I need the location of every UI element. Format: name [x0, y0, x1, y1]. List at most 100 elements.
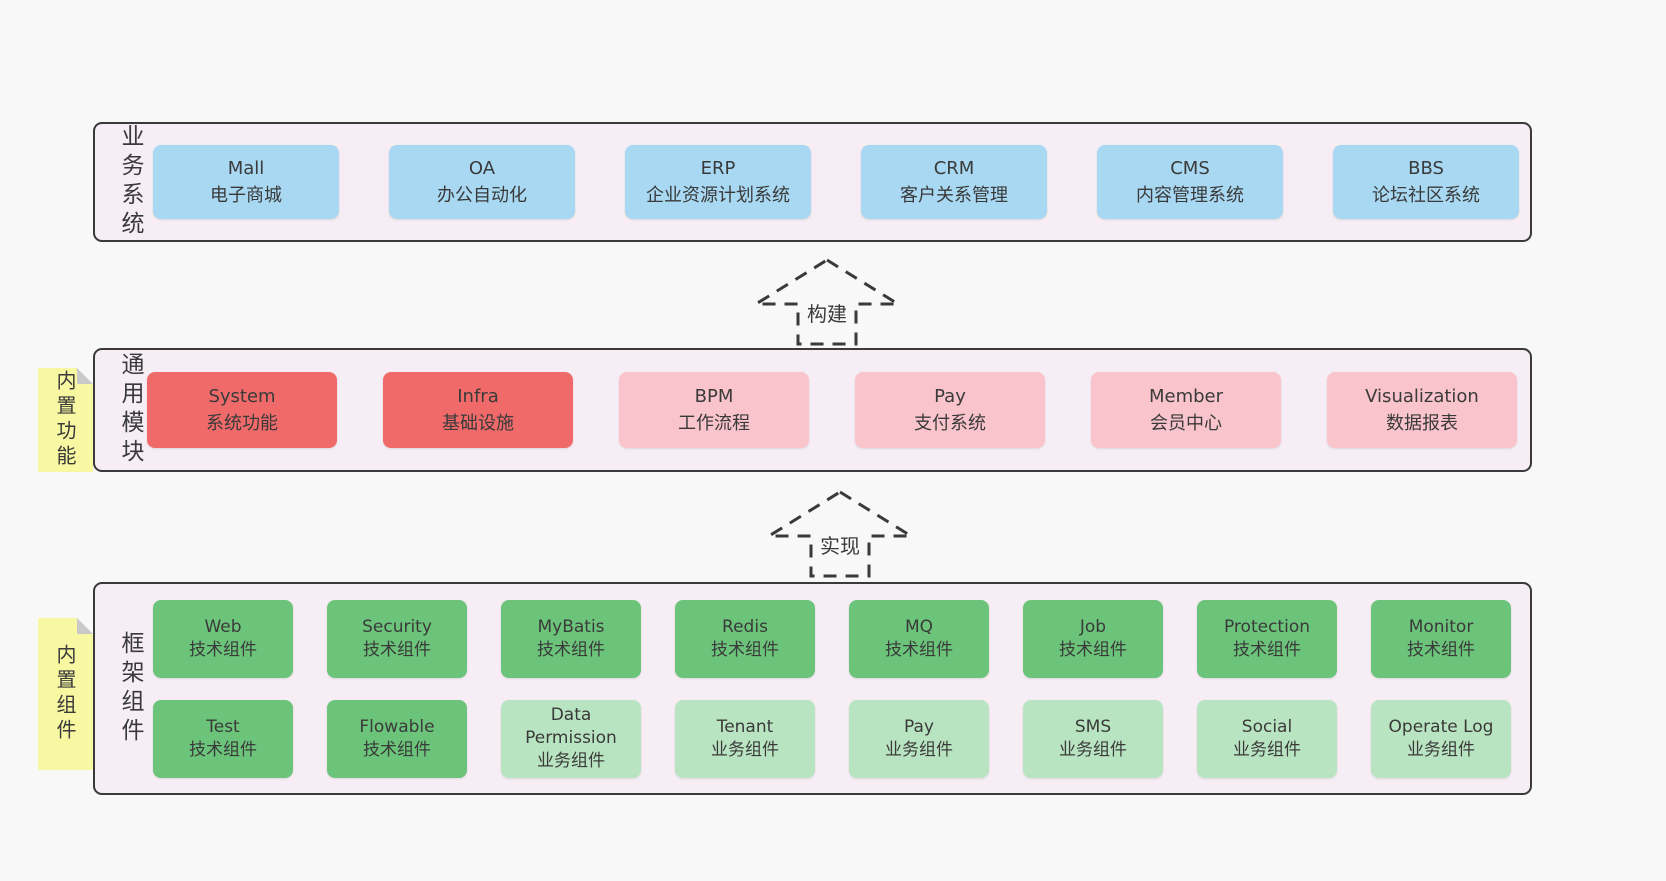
box-flowable: Flowable 技术组件 — [327, 699, 467, 778]
box-pay-system: Pay 支付系统 — [855, 372, 1045, 448]
box-data-permission: Data Permission 业务组件 — [501, 699, 641, 778]
implement-arrow-label: 实现 — [817, 530, 863, 559]
box-sms: SMS 业务组件 — [1023, 699, 1163, 778]
tech-components-row: Web 技术组件 Security 技术组件 MyBatis 技术组件 Redi… — [153, 599, 1511, 678]
box-title: Visualization — [1365, 386, 1479, 407]
box-title: BBS — [1408, 158, 1444, 179]
box-subtitle: 业务组件 — [1233, 739, 1301, 760]
framework-components-band: 框架组件 Web 技术组件 Security 技术组件 MyBatis 技术组件… — [93, 582, 1532, 795]
box-subtitle: 企业资源计划系统 — [646, 185, 790, 206]
build-arrow: 构建 — [752, 256, 902, 348]
box-subtitle: 业务组件 — [1407, 739, 1475, 760]
box-subtitle: 支付系统 — [914, 413, 986, 434]
box-subtitle: 电子商城 — [210, 185, 282, 206]
box-title: Job — [1079, 616, 1107, 637]
box-title: Data Permission — [525, 705, 617, 749]
box-subtitle: 业务组件 — [711, 739, 779, 760]
box-subtitle: 内容管理系统 — [1136, 185, 1244, 206]
box-subtitle: 办公自动化 — [437, 185, 527, 206]
box-title: CMS — [1170, 158, 1210, 179]
box-title: Protection — [1223, 616, 1310, 637]
box-oa: OA 办公自动化 — [389, 145, 575, 219]
business-systems-row: Mall 电子商城 OA 办公自动化 ERP 企业资源计划系统 CRM 客户关系… — [153, 145, 1519, 219]
box-title: Social — [1241, 716, 1293, 737]
box-job: Job 技术组件 — [1023, 599, 1163, 678]
box-mall: Mall 电子商城 — [153, 145, 339, 219]
box-subtitle: 技术组件 — [711, 639, 779, 660]
band-label-framework-components: 框架组件 — [117, 630, 143, 747]
business-components-row: Test 技术组件 Flowable 技术组件 Data Permission … — [153, 699, 1511, 778]
box-subtitle: 系统功能 — [206, 413, 278, 434]
box-title: Tenant — [716, 716, 774, 737]
box-title: ERP — [700, 158, 736, 179]
note-fold-corner — [77, 618, 93, 634]
box-subtitle: 技术组件 — [1407, 639, 1475, 660]
box-title: CRM — [933, 158, 975, 179]
box-crm: CRM 客户关系管理 — [861, 145, 1047, 219]
box-mq: MQ 技术组件 — [849, 599, 989, 678]
box-web: Web 技术组件 — [153, 599, 293, 678]
box-title: Pay — [904, 716, 934, 737]
band-label-business-systems: 业务系统 — [117, 124, 143, 240]
box-subtitle: 技术组件 — [189, 639, 257, 660]
common-modules-row: System 系统功能 Infra 基础设施 BPM 工作流程 Pay 支付系统… — [147, 372, 1517, 448]
box-bbs: BBS 论坛社区系统 — [1333, 145, 1519, 219]
built-in-functions-note: 内置功能 — [38, 368, 93, 472]
box-title: Monitor — [1408, 616, 1474, 637]
box-title: Web — [204, 616, 242, 637]
box-title: Operate Log — [1388, 716, 1494, 737]
box-security: Security 技术组件 — [327, 599, 467, 678]
box-title: Test — [206, 716, 240, 737]
box-title: Security — [362, 616, 432, 637]
box-cms: CMS 内容管理系统 — [1097, 145, 1283, 219]
box-operate-log: Operate Log 业务组件 — [1371, 699, 1511, 778]
built-in-components-note: 内置组件 — [38, 618, 93, 770]
box-title: Mall — [227, 158, 265, 179]
box-subtitle: 业务组件 — [885, 739, 953, 760]
box-subtitle: 基础设施 — [442, 413, 514, 434]
box-subtitle: 技术组件 — [537, 639, 605, 660]
framework-components-rows: Web 技术组件 Security 技术组件 MyBatis 技术组件 Redi… — [147, 599, 1511, 778]
box-redis: Redis 技术组件 — [675, 599, 815, 678]
box-title: Flowable — [359, 716, 435, 737]
up-arrow-icon — [765, 490, 915, 578]
box-subtitle: 论坛社区系统 — [1372, 185, 1480, 206]
box-title: MQ — [904, 616, 934, 637]
box-infra: Infra 基础设施 — [383, 372, 573, 448]
box-test: Test 技术组件 — [153, 699, 293, 778]
business-systems-band: 业务系统 Mall 电子商城 OA 办公自动化 ERP 企业资源计划系统 CRM… — [93, 122, 1532, 242]
box-subtitle: 数据报表 — [1386, 413, 1458, 434]
box-subtitle: 技术组件 — [1233, 639, 1301, 660]
box-tenant: Tenant 业务组件 — [675, 699, 815, 778]
note-text: 内置功能 — [53, 370, 77, 470]
box-visualization: Visualization 数据报表 — [1327, 372, 1517, 448]
common-modules-band: 通用模块 System 系统功能 Infra 基础设施 BPM 工作流程 Pay… — [93, 348, 1532, 472]
box-pay-component: Pay 业务组件 — [849, 699, 989, 778]
band-label-common-modules: 通用模块 — [117, 352, 143, 468]
box-monitor: Monitor 技术组件 — [1371, 599, 1511, 678]
box-subtitle: 技术组件 — [885, 639, 953, 660]
box-title: Infra — [457, 386, 499, 407]
build-arrow-label: 构建 — [804, 298, 850, 327]
box-title: MyBatis — [537, 616, 605, 637]
box-title: Member — [1148, 386, 1224, 407]
box-social: Social 业务组件 — [1197, 699, 1337, 778]
box-title: OA — [468, 158, 496, 179]
box-mybatis: MyBatis 技术组件 — [501, 599, 641, 678]
implement-arrow: 实现 — [765, 488, 915, 580]
box-system: System 系统功能 — [147, 372, 337, 448]
box-subtitle: 技术组件 — [363, 639, 431, 660]
box-subtitle: 技术组件 — [363, 739, 431, 760]
box-title: System — [208, 386, 276, 407]
box-member: Member 会员中心 — [1091, 372, 1281, 448]
box-subtitle: 工作流程 — [678, 413, 750, 434]
up-arrow-icon — [752, 258, 902, 346]
note-text: 内置组件 — [53, 644, 77, 744]
box-subtitle: 客户关系管理 — [900, 185, 1008, 206]
box-title: Redis — [722, 616, 768, 637]
box-erp: ERP 企业资源计划系统 — [625, 145, 811, 219]
box-title: Pay — [934, 386, 966, 407]
note-fold-corner — [77, 368, 93, 384]
box-title: BPM — [694, 386, 734, 407]
box-subtitle: 技术组件 — [189, 739, 257, 760]
